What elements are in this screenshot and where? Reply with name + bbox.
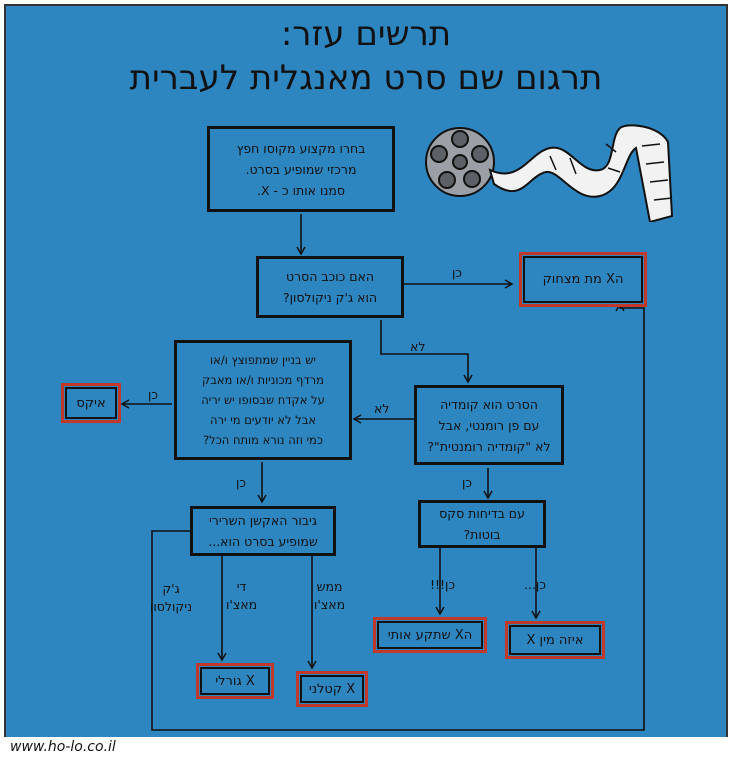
node-q-hero-line-2: שמופיע בסרט הוא...: [208, 534, 318, 549]
label-hero-real: ממש מאצ'ו: [314, 578, 345, 614]
arrow-nicholson-no: [380, 320, 473, 384]
node-q-sex-line-2: בוטות?: [463, 527, 501, 542]
node-out-crazy-with-me-text: הX שתקע אותי: [387, 627, 473, 643]
node-out-ix: איקס: [61, 383, 121, 423]
label-hero-semi: די מאצ'ו: [226, 578, 257, 614]
node-out-crazy-text: הX מת מצחוק: [542, 272, 624, 287]
node-q-nicholson-line-1: האם כוכב הסרט: [285, 269, 375, 284]
node-q-nicholson-line-2: הוא ג'ק ניקולסון?: [282, 290, 378, 305]
label-hero-real-line-2: מאצ'ו: [314, 597, 346, 612]
label-sex-yes-excited: כן!!!: [430, 577, 456, 592]
node-out-what-kind: איזה מין X: [505, 621, 605, 659]
node-out-what-kind-text: איזה מין X: [526, 632, 584, 648]
node-q-hero-line-1: גיבור האקשן השרירי: [209, 513, 317, 528]
node-q-action-line-1: יש בניין שמתפוצץ ו/או: [210, 353, 316, 367]
page-title: תרשים עזר: תרגום שם סרט מאנגלית לעברית: [0, 12, 732, 100]
node-out-lethal: X קטלני: [296, 671, 368, 707]
label-nicholson-no: לא: [410, 339, 426, 354]
label-hero-real-line-1: ממש: [316, 579, 343, 594]
label-nicholson-yes: כן: [452, 265, 463, 280]
node-q-action-line-3: על אקדח שבסופו יש יריה: [201, 393, 325, 407]
title-line-1: תרשים עזר:: [280, 14, 452, 54]
label-hero-semi-line-1: די: [236, 579, 247, 594]
node-q-comedy-line-3: לא "קומדיה רומנטית"?: [427, 438, 551, 454]
node-out-big: X גורלי: [196, 663, 274, 699]
label-action-no: כן: [236, 475, 247, 490]
label-hero-nicholson: ג'ק ניקולסון: [150, 580, 192, 616]
label-action-yes: כן: [148, 387, 159, 402]
node-out-lethal-text: X קטלני: [308, 681, 356, 697]
node-start-line-1: בחרו מקצוע מקוסו חפץ: [236, 140, 366, 156]
node-start-line-3: סמנו אותו כ - X.: [257, 182, 345, 198]
site-credit: www.ho-lo.co.il: [10, 739, 116, 755]
node-q-action-line-2: מרדף מכוניות ו/או מאבק: [202, 373, 324, 387]
node-q-hero: גיבור האקשן השרירי שמופיע בסרט הוא...: [190, 506, 336, 556]
node-q-sex: עם בדיחות סקס בוטות?: [418, 500, 546, 548]
node-q-action: יש בניין שמתפוצץ ו/או מרדף מכוניות ו/או …: [174, 340, 352, 460]
label-hero-semi-line-2: מאצ'ו: [226, 597, 258, 612]
title-line-2: תרגום שם סרט מאנגלית לעברית: [129, 58, 603, 98]
node-start: בחרו מקצוע מקוסו חפץ מרכזי שמופיע בסרט. …: [207, 126, 395, 212]
label-hero-nicholson-line-2: ניקולסון: [150, 599, 193, 614]
node-out-big-text: X גורלי: [215, 673, 255, 689]
label-sex-yes-hesitant: כן...: [524, 577, 546, 592]
node-q-comedy-line-1: הסרט הוא קומדיה: [440, 396, 538, 412]
film-reel-illustration: [425, 124, 674, 222]
arrow-loop-nicholson: [151, 302, 645, 731]
node-out-crazy-with-me: הX שתקע אותי: [373, 617, 487, 653]
label-comedy-no: לא: [374, 401, 390, 416]
node-q-sex-line-1: עם בדיחות סקס: [439, 506, 525, 521]
label-comedy-yes: כן: [462, 475, 473, 490]
node-out-crazy: הX מת מצחוק: [519, 252, 647, 307]
node-q-comedy: הסרט הוא קומדיה עם פן רומנטי, אבל לא "קו…: [414, 385, 564, 465]
node-start-line-2: מרכזי שמופיע בסרט.: [245, 161, 357, 177]
node-q-action-line-5: כמי וזה נורא מותח הכל?: [203, 433, 323, 447]
node-q-nicholson: האם כוכב הסרט הוא ג'ק ניקולסון?: [256, 256, 404, 318]
node-q-comedy-line-2: עם פן רומנטי, אבל: [438, 417, 540, 433]
node-out-ix-text: איקס: [76, 395, 106, 411]
label-hero-nicholson-line-1: ג'ק: [162, 581, 180, 596]
node-q-action-line-4: אבל לא יודעים מי ירה: [209, 413, 317, 427]
